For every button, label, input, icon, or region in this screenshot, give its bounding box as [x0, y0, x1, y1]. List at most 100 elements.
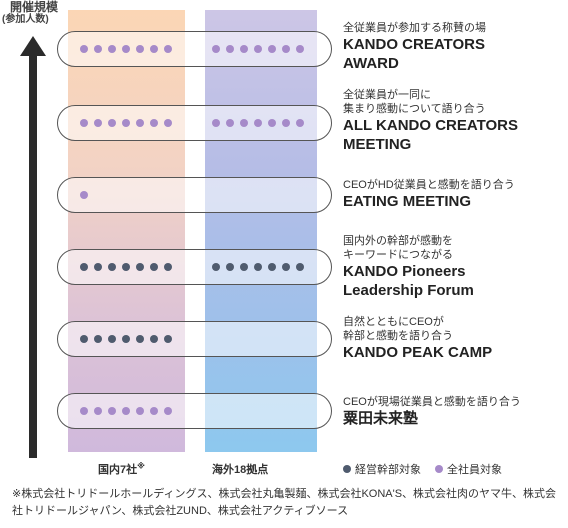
management-dot-icon [343, 465, 351, 473]
event-name: AWARD [343, 55, 399, 72]
all-employees-dot-icon [94, 119, 102, 127]
all-employees-dot-icon [122, 407, 130, 415]
management-dot-icon [94, 263, 102, 271]
all-employees-dot-icon [108, 45, 116, 53]
management-dot-icon [80, 263, 88, 271]
scale-arrow-icon [20, 36, 46, 458]
all-employees-dot-icon [254, 45, 262, 53]
all-employees-dot-icon [150, 45, 158, 53]
event-description: CEOがHD従業員と感動を語り合う [343, 179, 515, 191]
legend-label-management: 経営幹部対象 [355, 464, 421, 476]
all-employees-dot-icon [296, 119, 304, 127]
domestic-column [68, 10, 185, 452]
event-name: ALL KANDO CREATORS [343, 117, 519, 134]
axis-title-sub: (参加人数) [2, 14, 49, 25]
all-employees-dot-icon [164, 119, 172, 127]
domestic-dots [80, 106, 172, 140]
overseas-column-label: 海外18拠点 [212, 464, 269, 476]
management-dot-icon [226, 263, 234, 271]
all-employees-dot-icon [226, 45, 234, 53]
management-dot-icon [136, 335, 144, 343]
all-employees-dot-icon [94, 407, 102, 415]
all-employees-dot-icon [94, 45, 102, 53]
event-description: 全従業員が参加する称賛の場 [343, 22, 486, 34]
overseas-dots [212, 250, 304, 284]
event-description: 集まり感動について語り合う [343, 103, 486, 115]
all-employees-dot-icon [226, 119, 234, 127]
all-employees-dot-icon [435, 465, 443, 473]
all-employees-dot-icon [122, 45, 130, 53]
management-dot-icon [296, 263, 304, 271]
footnote-mark: ※ [137, 461, 145, 471]
all-employees-dot-icon [268, 45, 276, 53]
event-row-pill [57, 31, 332, 67]
all-employees-dot-icon [282, 45, 290, 53]
domestic-column-label: 国内7社※ [98, 461, 145, 477]
management-dot-icon [108, 263, 116, 271]
event-label: 自然とともにCEOが 幹部と感動を語り合う KANDO PEAK CAMP [343, 315, 565, 362]
all-employees-dot-icon [122, 119, 130, 127]
event-label: CEOがHD従業員と感動を語り合う EATING MEETING [343, 178, 565, 211]
management-dot-icon [268, 263, 276, 271]
all-employees-dot-icon [136, 407, 144, 415]
axis-title: 開催規模 (参加人数) [2, 0, 62, 26]
domestic-dots [80, 32, 172, 66]
management-dot-icon [212, 263, 220, 271]
overseas-dots [212, 106, 304, 140]
domestic-dots [80, 322, 172, 356]
all-employees-dot-icon [150, 119, 158, 127]
event-name: Leadership Forum [343, 282, 474, 299]
event-description: キーワードにつながる [343, 249, 453, 261]
all-employees-dot-icon [164, 45, 172, 53]
management-dot-icon [136, 263, 144, 271]
management-dot-icon [150, 263, 158, 271]
event-description: CEOが現場従業員と感動を語り合う [343, 396, 521, 408]
all-employees-dot-icon [150, 407, 158, 415]
management-dot-icon [240, 263, 248, 271]
domestic-label-text: 国内7社 [98, 464, 138, 476]
all-employees-dot-icon [108, 119, 116, 127]
axis-title-main: 開催規模 [10, 0, 59, 14]
all-employees-dot-icon [136, 45, 144, 53]
management-dot-icon [164, 263, 172, 271]
all-employees-dot-icon [164, 407, 172, 415]
all-employees-dot-icon [136, 119, 144, 127]
footnote: ※株式会社トリドールホールディングス、株式会社丸亀製麺、株式会社KONA'S、株… [12, 488, 557, 517]
event-row-pill [57, 105, 332, 141]
event-name: KANDO Pioneers [343, 263, 466, 280]
management-dot-icon [108, 335, 116, 343]
event-description: 自然とともにCEOが [343, 316, 444, 328]
legend: 経営幹部対象 全社員対象 [343, 461, 502, 477]
all-employees-dot-icon [80, 191, 88, 199]
all-employees-dot-icon [240, 119, 248, 127]
all-employees-dot-icon [108, 407, 116, 415]
event-name: KANDO CREATORS [343, 36, 485, 53]
overseas-dots [212, 32, 304, 66]
overseas-column [205, 10, 317, 452]
domestic-dots [80, 394, 172, 428]
all-employees-dot-icon [296, 45, 304, 53]
legend-item-all: 全社員対象 [435, 461, 502, 477]
legend-item-management: 経営幹部対象 [343, 461, 421, 477]
all-employees-dot-icon [282, 119, 290, 127]
management-dot-icon [94, 335, 102, 343]
all-employees-dot-icon [268, 119, 276, 127]
management-dot-icon [254, 263, 262, 271]
event-name: KANDO PEAK CAMP [343, 344, 493, 361]
all-employees-dot-icon [212, 45, 220, 53]
management-dot-icon [122, 263, 130, 271]
event-name: 粟田未来塾 [343, 410, 419, 427]
all-employees-dot-icon [254, 119, 262, 127]
management-dot-icon [80, 335, 88, 343]
event-description: 幹部と感動を語り合う [343, 330, 453, 342]
event-row-pill [57, 393, 332, 429]
event-row-pill [57, 321, 332, 357]
event-label: 国内外の幹部が感動を キーワードにつながる KANDO Pioneers Lea… [343, 234, 565, 300]
management-dot-icon [282, 263, 290, 271]
domestic-dots [80, 250, 172, 284]
event-name: MEETING [343, 136, 412, 153]
all-employees-dot-icon [80, 45, 88, 53]
management-dot-icon [122, 335, 130, 343]
event-label: 全従業員が一同に 集まり感動について語り合う ALL KANDO CREATOR… [343, 88, 565, 154]
domestic-dots [80, 178, 88, 212]
